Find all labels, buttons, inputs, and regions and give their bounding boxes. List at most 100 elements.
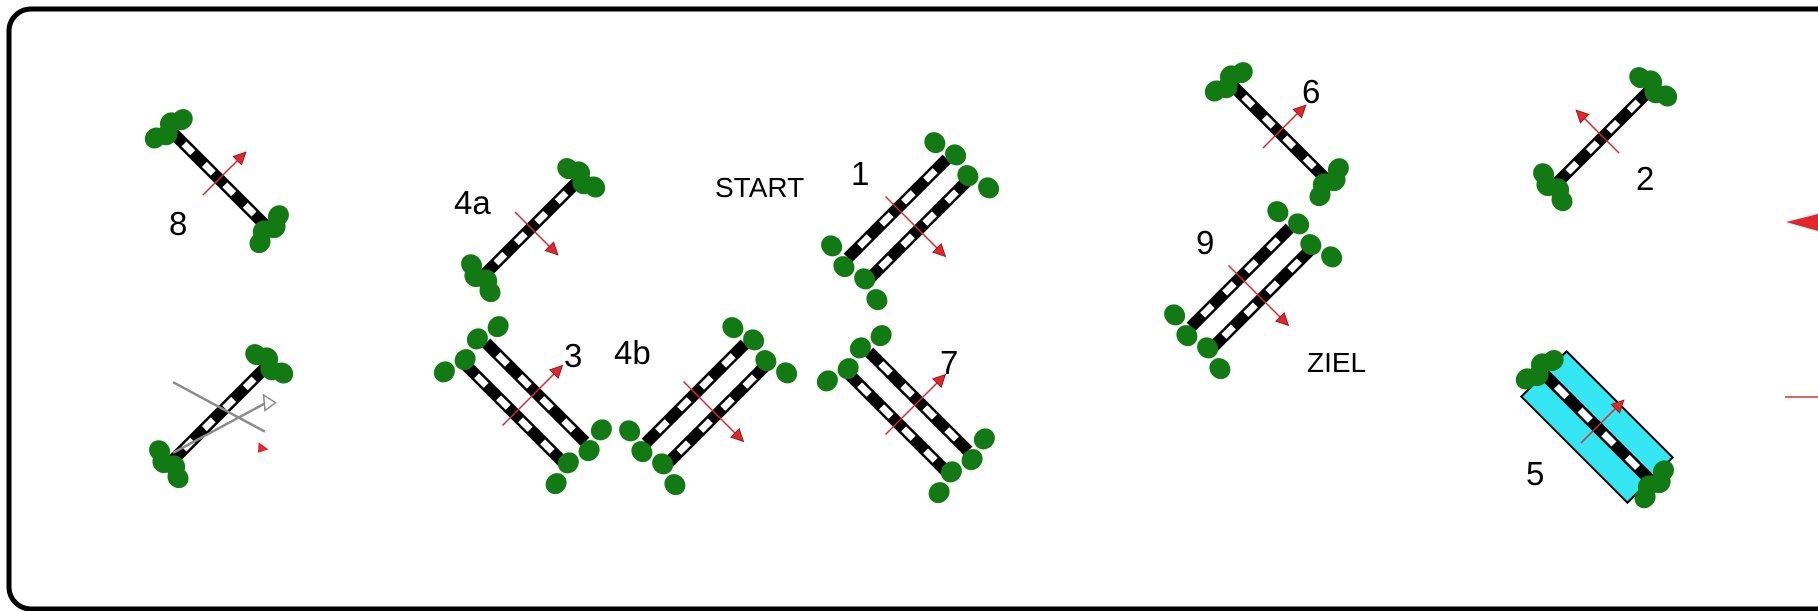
bush-icon: [816, 325, 892, 392]
pole-stripe: [561, 418, 576, 433]
pole-stripe: [540, 439, 555, 454]
pole-stripe: [676, 440, 691, 455]
pole-stripe: [900, 383, 915, 398]
pole-stripe: [1265, 280, 1280, 295]
direction-arrow-icon: [884, 195, 947, 258]
pole-stripe: [923, 448, 938, 463]
fence-4b: [619, 317, 798, 496]
bush-icon: [1204, 62, 1253, 102]
pole-stripe: [496, 395, 511, 410]
pole-stripe: [1244, 259, 1259, 274]
pole-stripe: [720, 396, 735, 411]
bush-icon: [545, 419, 612, 495]
pole-stripe: [1606, 119, 1621, 134]
bush-icon: [249, 205, 289, 254]
pole-stripe: [1302, 155, 1317, 170]
pole-stripe: [222, 182, 237, 197]
jump-number-4a: 4a: [454, 184, 491, 221]
pole-stripe: [857, 382, 872, 397]
bush-icon: [1533, 163, 1573, 212]
bush-icon: [924, 132, 1000, 199]
pole-stripe: [554, 190, 569, 205]
bush-icon: [144, 109, 193, 149]
pole-stripe: [1282, 135, 1297, 150]
pole-stripe: [517, 374, 532, 389]
jump-number-2: 2: [1636, 160, 1654, 197]
start-label: START: [715, 172, 804, 203]
pole-stripe: [518, 417, 533, 432]
bush-icon: [557, 158, 606, 198]
pole-stripe: [201, 417, 216, 432]
fence-5: [1515, 349, 1675, 509]
pole-stripe: [1577, 407, 1593, 423]
pole-stripe: [922, 211, 937, 226]
direction-arrow-icon: [1227, 264, 1290, 327]
arena-border: [6, 6, 1818, 611]
pole-stripe: [901, 190, 916, 205]
direction-arrow-icon: [202, 151, 247, 196]
pole-stripe: [1287, 258, 1302, 273]
entrance-arrow: [1786, 214, 1818, 231]
pole-stripe: [474, 373, 489, 388]
pole-stripe: [742, 374, 757, 389]
bush-icon: [1629, 67, 1678, 107]
pole-stripe: [1243, 302, 1258, 317]
pole-stripe: [495, 352, 510, 367]
bush-icon: [1309, 158, 1349, 207]
direction-arrow-icon: [884, 373, 947, 436]
pole-stripe: [181, 141, 196, 156]
pole-stripe: [1565, 160, 1580, 175]
pole-stripe: [1553, 383, 1570, 400]
pole-stripe: [655, 419, 670, 434]
fence-8-crossed: [149, 344, 294, 489]
finish-label: ZIEL: [1307, 347, 1366, 378]
pole-stripe: [1241, 94, 1256, 109]
pole-stripe: [1624, 454, 1641, 471]
fence-1: [821, 132, 1000, 311]
pole-stripe: [857, 234, 872, 249]
pole-stripe: [922, 405, 937, 420]
fence-2: [1533, 67, 1678, 212]
bush-icon: [722, 317, 798, 384]
pole-stripe: [900, 233, 915, 248]
pole-stripe: [1626, 99, 1641, 114]
bush-icon: [1634, 460, 1674, 509]
bush-icon: [149, 440, 189, 489]
pole-stripe: [539, 396, 554, 411]
direction-arrow-icon: [1262, 104, 1307, 149]
fence-pole: [168, 363, 270, 465]
direction-arrow-icon: [1580, 399, 1625, 444]
bush-icon: [245, 344, 294, 384]
pole-stripe: [534, 210, 549, 225]
pole-stripe: [944, 189, 959, 204]
pole-stripe: [222, 396, 237, 411]
pole-stripe: [698, 418, 713, 433]
pole-stripe: [1585, 140, 1600, 155]
crossed-out-icon: [172, 381, 277, 454]
jump-number-7: 7: [940, 344, 958, 381]
direction-arrow-icon: [501, 364, 564, 427]
pole-stripe: [677, 397, 692, 412]
pole-stripe: [1266, 237, 1281, 252]
jump-number-8: 8: [169, 205, 187, 242]
fence-3: [433, 316, 612, 495]
pole-stripe: [879, 404, 894, 419]
bush-icon: [433, 316, 509, 383]
pole-stripe: [1221, 324, 1236, 339]
pole-stripe: [1222, 281, 1237, 296]
jump-number-3: 3: [564, 337, 582, 374]
fence-6: [1204, 62, 1349, 207]
bush-icon: [619, 420, 686, 496]
jump-number-5: 5: [1526, 455, 1544, 492]
bush-icon: [1515, 350, 1564, 390]
pole-stripe: [879, 212, 894, 227]
pole-stripe: [923, 168, 938, 183]
fence-8: [144, 109, 289, 254]
fence-4a: [461, 158, 606, 303]
bush-icon: [928, 428, 995, 504]
pole-stripe: [1200, 303, 1215, 318]
pole-stripe: [878, 255, 893, 270]
bush-icon: [1164, 304, 1231, 380]
pole-stripe: [901, 426, 916, 441]
